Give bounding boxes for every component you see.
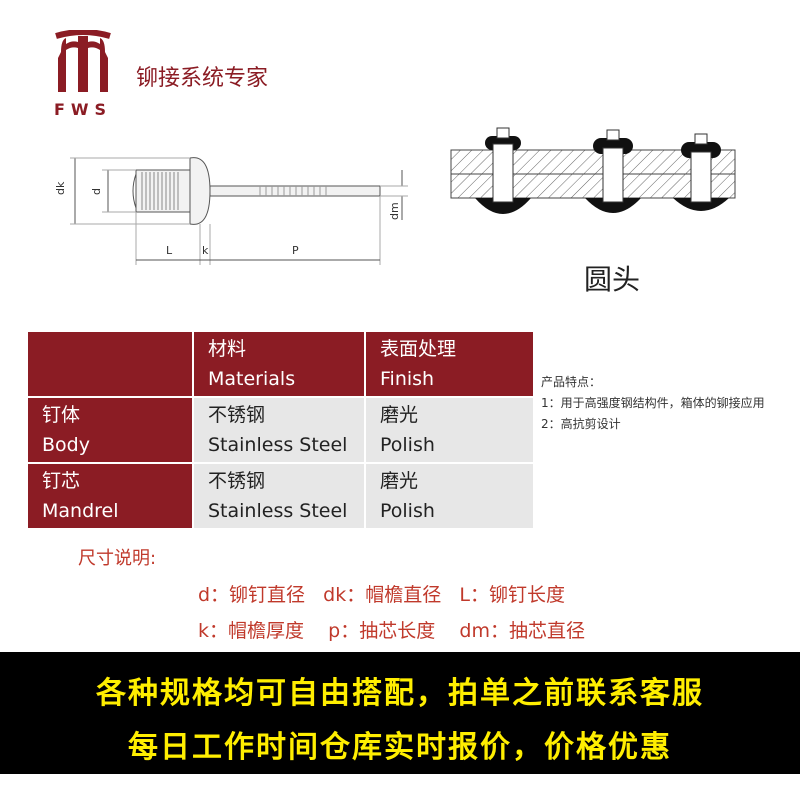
dimensions-title: 尺寸说明: (78, 548, 157, 569)
spec-table: 材料 Materials 表面处理 Finish 钉体 Body 不锈钢 Sta… (26, 330, 535, 530)
product-features: 产品特点： 1：用于高强度钢结构件，箱体的铆接应用 2：高抗剪设计 (541, 372, 765, 435)
part-en: Body (42, 434, 90, 456)
promo-banner: 各种规格均可自由搭配，拍单之前联系客服 每日工作时间仓库实时报价，价格优惠 (0, 652, 800, 774)
fws-logo-icon (55, 30, 111, 92)
label-d: d (90, 188, 103, 195)
feature-item: 1：用于高强度钢结构件，箱体的铆接应用 (541, 396, 765, 410)
material-cn: 不锈钢 (208, 404, 266, 426)
label-k: k (202, 244, 209, 257)
material-cn: 不锈钢 (208, 470, 266, 492)
label-P: P (292, 244, 299, 257)
material-en: Stainless Steel (208, 500, 348, 522)
spec-table-header-row: 材料 Materials 表面处理 Finish (26, 330, 535, 398)
feature-item: 2：高抗剪设计 (541, 417, 621, 431)
header-materials-cn: 材料 (208, 338, 247, 360)
finish-cn: 磨光 (380, 404, 419, 426)
banner-line-1: 各种规格均可自由搭配，拍单之前联系客服 (96, 676, 704, 711)
row-part: 钉芯 Mandrel (26, 462, 194, 530)
finish-cn: 磨光 (380, 470, 419, 492)
header-materials: 材料 Materials (192, 330, 366, 398)
rivet-joint-diagram (450, 127, 736, 214)
part-cn: 钉芯 (42, 470, 81, 492)
brand-logo-text: FWS (53, 100, 113, 119)
label-dk: dk (54, 181, 67, 195)
part-cn: 钉体 (42, 404, 81, 426)
header-finish: 表面处理 Finish (364, 330, 535, 398)
dimensions-line-2: k：帽檐厚度 p：抽芯长度 dm：抽芯直径 (198, 620, 585, 642)
rivet-dimension-diagram: dk d L k P dm (54, 157, 408, 265)
table-row: 钉芯 Mandrel 不锈钢 Stainless Steel 磨光 Polish (26, 462, 535, 530)
row-finish: 磨光 Polish (364, 462, 535, 530)
row-part: 钉体 Body (26, 396, 194, 464)
label-L: L (166, 244, 173, 257)
part-en: Mandrel (42, 500, 119, 522)
header-materials-en: Materials (208, 368, 296, 390)
finish-en: Polish (380, 500, 435, 522)
banner-line-2: 每日工作时间仓库实时报价，价格优惠 (128, 730, 672, 765)
header-empty-cell (26, 330, 194, 398)
table-row: 钉体 Body 不锈钢 Stainless Steel 磨光 Polish (26, 396, 535, 464)
features-title: 产品特点： (541, 375, 602, 389)
row-material: 不锈钢 Stainless Steel (192, 462, 366, 530)
row-finish: 磨光 Polish (364, 396, 535, 464)
finish-en: Polish (380, 434, 435, 456)
material-en: Stainless Steel (208, 434, 348, 456)
row-material: 不锈钢 Stainless Steel (192, 396, 366, 464)
dimensions-line-1: d：铆钉直径 dk：帽檐直径 L：铆钉长度 (198, 584, 565, 606)
brand-tagline: 铆接系统专家 (136, 66, 269, 91)
label-dm: dm (388, 202, 401, 220)
header-finish-cn: 表面处理 (380, 338, 457, 360)
head-style-label: 圆头 (584, 263, 641, 296)
header-finish-en: Finish (380, 368, 435, 390)
